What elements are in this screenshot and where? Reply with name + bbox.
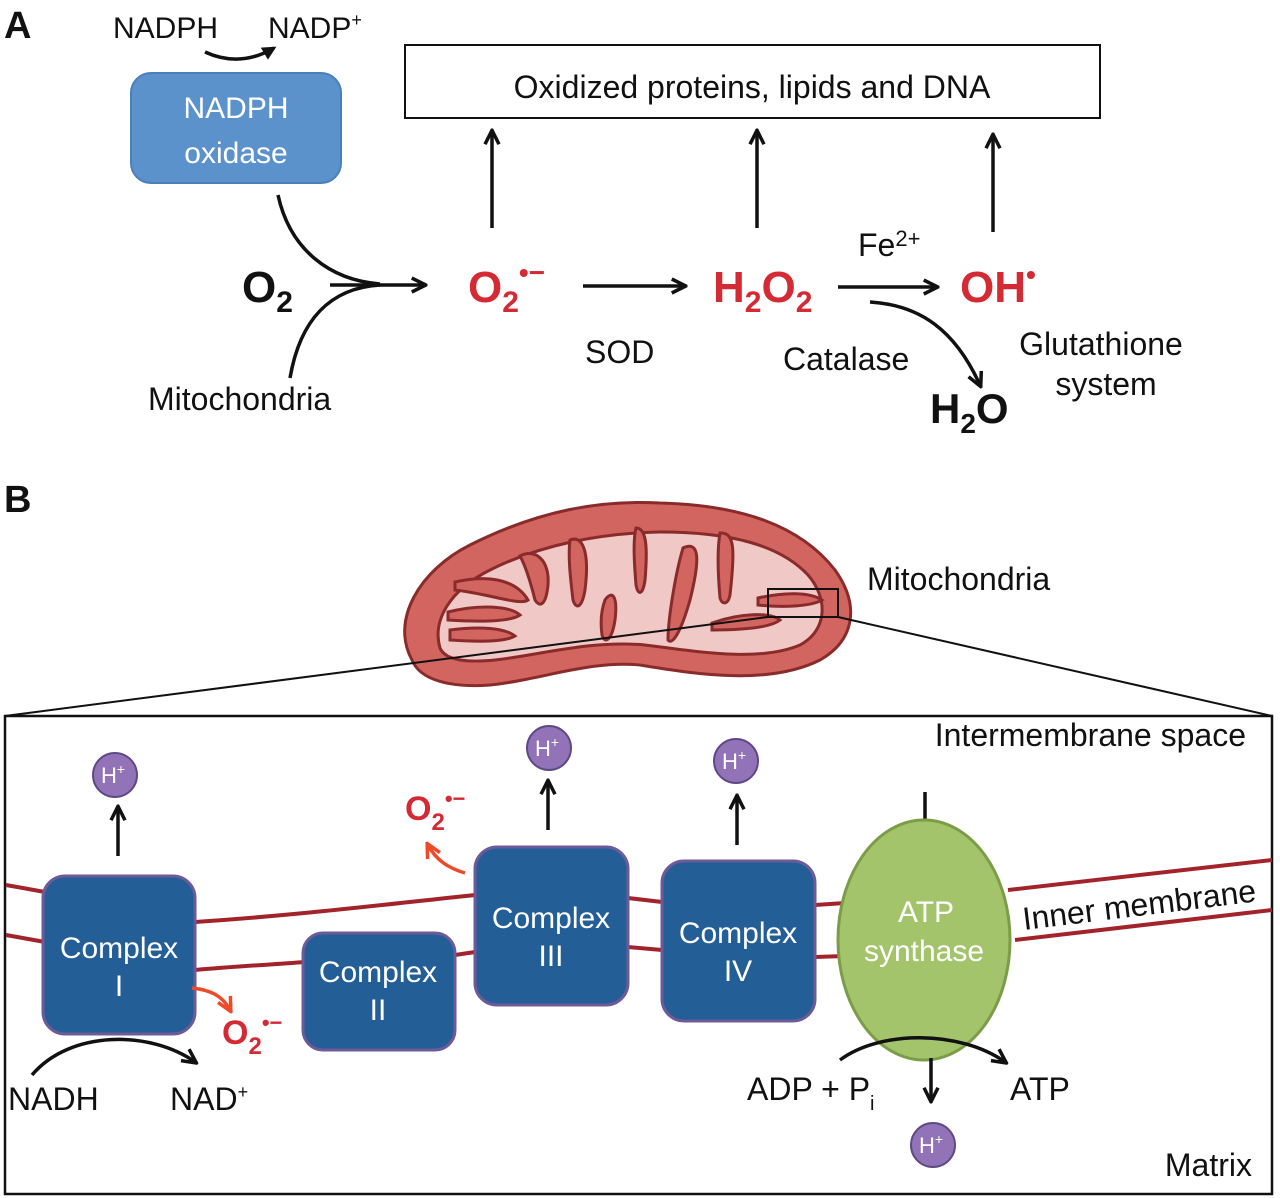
mitochondria-source-label: Mitochondria bbox=[148, 381, 331, 417]
hydroxyl-radical-label: OH• bbox=[960, 259, 1036, 312]
svg-text:II: II bbox=[370, 994, 387, 1027]
inner-membrane bbox=[5, 858, 1273, 972]
svg-text:Complex: Complex bbox=[319, 956, 437, 989]
zoom-line-right bbox=[837, 616, 1273, 717]
adp-pi-label: ADP + Pi bbox=[747, 1071, 874, 1115]
svg-text:Complex: Complex bbox=[679, 917, 797, 950]
sod-label: SOD bbox=[585, 334, 654, 370]
nadp-plus-label: NADP+ bbox=[268, 10, 362, 45]
nad-plus-label: NAD+ bbox=[170, 1081, 248, 1117]
intermembrane-space-label: Intermembrane space bbox=[935, 717, 1246, 753]
complex-i: Complex I bbox=[41, 874, 197, 1036]
svg-text:IV: IV bbox=[724, 955, 752, 988]
svg-text:Complex: Complex bbox=[492, 902, 610, 935]
atp-label: ATP bbox=[1010, 1071, 1070, 1107]
nadph-label: NADPH bbox=[113, 12, 218, 45]
complex-iii-superoxide-arrow bbox=[428, 845, 466, 875]
proton-atp-synthase: H+ bbox=[910, 1122, 956, 1168]
water-label: H2O bbox=[930, 385, 1009, 439]
svg-text:H+: H+ bbox=[722, 747, 746, 774]
complex-i-superoxide-label: O2•− bbox=[222, 1010, 282, 1060]
svg-text:oxidase: oxidase bbox=[184, 137, 287, 170]
panel-a-label: A bbox=[4, 5, 31, 47]
svg-text:NADPH: NADPH bbox=[183, 92, 288, 125]
inner-membrane-detail-frame bbox=[3, 714, 1274, 1196]
svg-text:H+: H+ bbox=[919, 1131, 943, 1158]
matrix-label: Matrix bbox=[1165, 1147, 1252, 1183]
svg-text:III: III bbox=[538, 940, 563, 973]
svg-text:H+: H+ bbox=[535, 734, 559, 761]
panel-b-label: B bbox=[4, 479, 31, 521]
glutathione-label-line2: system bbox=[1055, 366, 1156, 402]
atp-synthesis-arrow bbox=[838, 1036, 1005, 1062]
complex-iii: Complex III bbox=[473, 845, 630, 1007]
complex-iii-superoxide-label: O2•− bbox=[405, 786, 465, 836]
nadph-conversion-arrow bbox=[204, 46, 277, 61]
catalase-arrow bbox=[869, 300, 980, 385]
proton-complex-iv: H+ bbox=[713, 738, 759, 784]
complex-iv: Complex IV bbox=[660, 859, 817, 1023]
proton-complex-i: H+ bbox=[92, 752, 138, 798]
svg-text:synthase: synthase bbox=[864, 935, 984, 968]
glutathione-label-line1: Glutathione bbox=[1019, 326, 1183, 362]
nadh-label: NADH bbox=[8, 1081, 99, 1117]
svg-text:H+: H+ bbox=[101, 761, 125, 788]
svg-text:I: I bbox=[115, 970, 123, 1003]
oxidized-molecules-box: Oxidized proteins, lipids and DNA bbox=[404, 44, 1101, 119]
superoxide-label: O2•− bbox=[468, 257, 545, 319]
iron-label: Fe2+ bbox=[858, 226, 920, 263]
nadh-conversion-arrow bbox=[30, 1037, 195, 1077]
mitochondrion-illustration bbox=[403, 501, 852, 688]
complex-i-superoxide-arrow bbox=[191, 986, 230, 1010]
complex-ii: Complex II bbox=[301, 931, 457, 1052]
oxygen-label: O2 bbox=[242, 263, 293, 319]
h2o2-label: H2O2 bbox=[713, 263, 812, 319]
nadph-oxidase-box: NADPH oxidase bbox=[130, 72, 342, 184]
catalase-label: Catalase bbox=[783, 341, 909, 377]
mitochondria-flow bbox=[288, 283, 381, 379]
proton-complex-iii: H+ bbox=[526, 725, 572, 771]
svg-text:ATP: ATP bbox=[898, 896, 954, 929]
nadph-oxidase-flow bbox=[276, 194, 381, 286]
mitochondria-label: Mitochondria bbox=[867, 561, 1050, 597]
svg-text:Oxidized proteins, lipids and: Oxidized proteins, lipids and DNA bbox=[514, 69, 991, 105]
zoom-line-left bbox=[4, 616, 769, 717]
svg-text:Complex: Complex bbox=[60, 932, 178, 965]
zoom-region-box bbox=[767, 588, 839, 618]
atp-synthase: ATP synthase bbox=[836, 818, 1012, 1062]
